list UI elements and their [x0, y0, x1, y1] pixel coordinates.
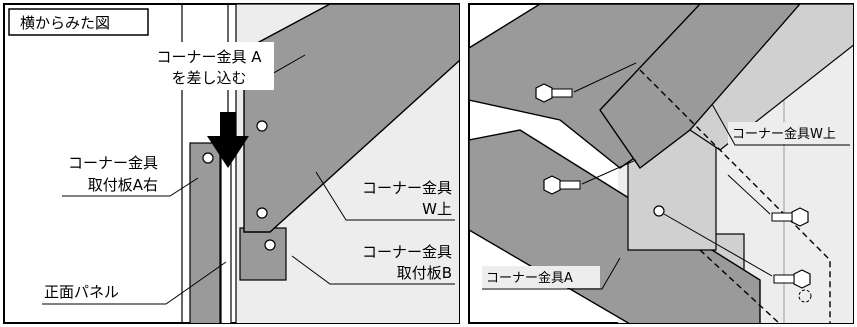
bolt-icon [727, 174, 809, 227]
hidden-outline [639, 69, 831, 323]
front-panel [220, 149, 232, 323]
right-panel: コーナー金具W上 コーナー金具A [468, 3, 854, 324]
w-top-right-label-bg [728, 122, 852, 144]
plate-a-right-leader [62, 177, 199, 197]
insert-arrow [207, 112, 249, 168]
left-panel: 横からみた図 コーナー金具 A を差し込む コーナー金具 取付板A右 コーナー金… [3, 3, 460, 324]
fitting-a-leader [482, 257, 621, 290]
bolt-icon [535, 62, 637, 103]
plate-b-label-line2: 取付板B [397, 264, 452, 282]
w-top-right-label: コーナー金具W上 [732, 126, 836, 142]
view-label-box [8, 8, 149, 36]
w-top-label-bg [340, 174, 458, 220]
plate-b-label-bg [326, 238, 458, 286]
bolt-icon [543, 159, 637, 195]
corner-fitting-a [469, 129, 761, 323]
fitting-a-label-bg [482, 266, 600, 288]
plate-b-leader [291, 255, 455, 285]
plate-a-right-label-line1: コーナー金具 [68, 154, 158, 172]
plate-b-label-line1: コーナー金具 [362, 243, 452, 261]
fitting-a-label: コーナー金具A [486, 270, 573, 286]
view-label: 横からみた図 [20, 14, 110, 32]
front-panel-leader [42, 261, 227, 305]
w-top-leader [315, 171, 455, 221]
w-top-label-line2: W上 [422, 200, 452, 218]
w-top-right-leader [711, 103, 850, 146]
corner-fitting-w-top [243, 4, 459, 233]
front-panel-label: 正面パネル [44, 283, 119, 301]
plate-a-right-label-line2: 取付板A右 [88, 176, 158, 194]
insert-callout-bg [144, 42, 274, 90]
insert-callout-line2: を差し込む [171, 69, 246, 87]
corner-fitting-w-top-right [599, 4, 801, 170]
w-top-label-line1: コーナー金具 [362, 179, 452, 197]
mounting-plate-b [239, 227, 287, 281]
insert-callout-line1: コーナー金具 A [156, 48, 262, 66]
bolt-icon [663, 213, 812, 303]
mounting-plate-a-right [189, 142, 221, 323]
